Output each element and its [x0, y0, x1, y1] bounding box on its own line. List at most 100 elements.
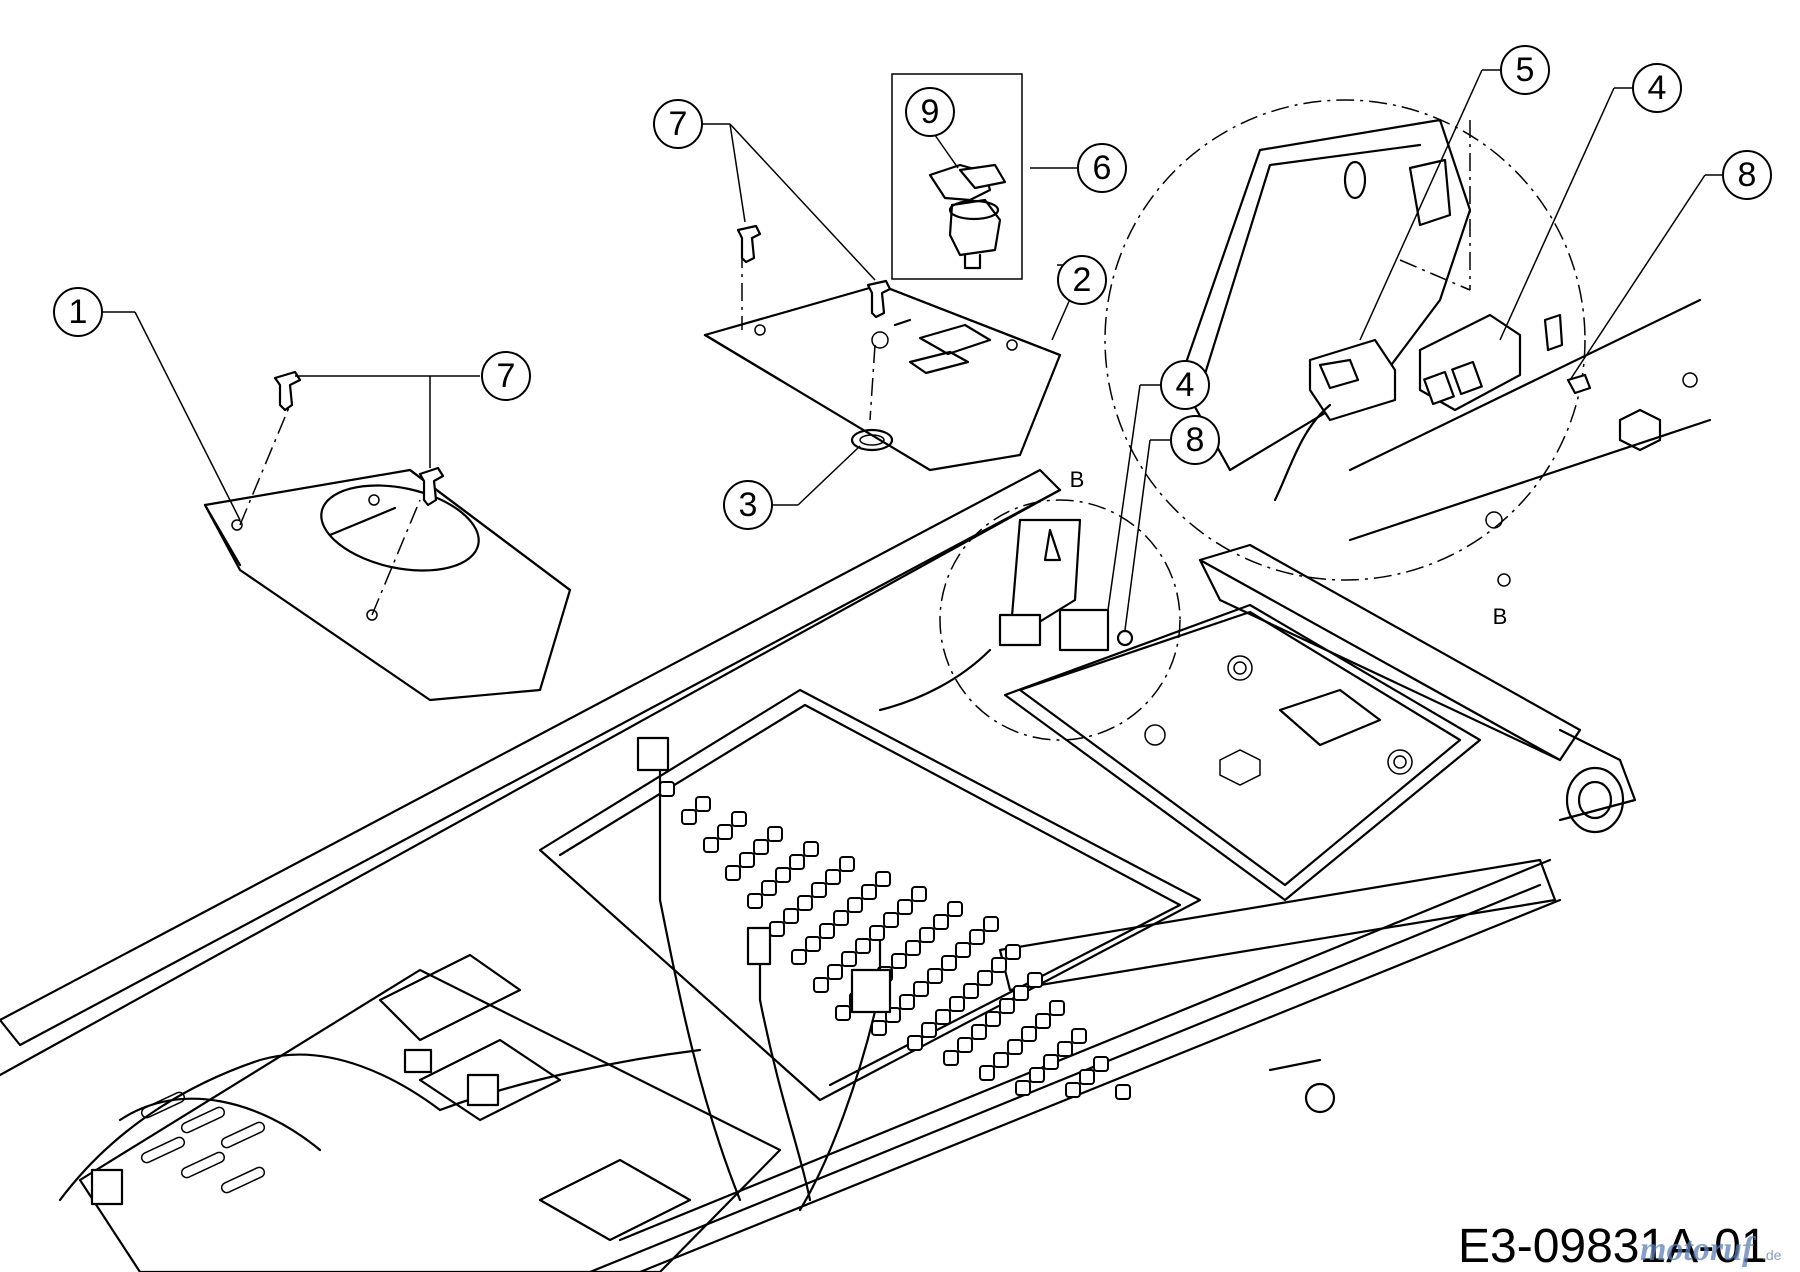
grid-square	[1015, 1080, 1031, 1096]
grid-square	[1005, 944, 1021, 960]
floor-pan	[538, 688, 1202, 1102]
grid-square	[835, 1005, 851, 1021]
detail-b-small: B	[939, 467, 1181, 741]
grid-square	[841, 951, 857, 967]
grid-square	[991, 957, 1007, 973]
grid-square	[1043, 1054, 1059, 1070]
watermark: motoruf .de	[1640, 1231, 1782, 1268]
grid-square	[969, 929, 985, 945]
grid-square	[941, 955, 957, 971]
callout-3-text: 3	[739, 486, 758, 524]
callout-1-text: 1	[69, 293, 88, 331]
grid-square	[891, 953, 907, 969]
callout-8-small: 8	[1170, 415, 1220, 465]
detail-b-large: B	[1104, 99, 1712, 629]
grid-square	[1079, 1069, 1095, 1085]
grid-square	[935, 1009, 951, 1025]
grid-square	[811, 882, 827, 898]
grid-square	[731, 811, 747, 827]
wiring-harness	[58, 648, 992, 1212]
grid-square	[919, 927, 935, 943]
grid-square	[927, 968, 943, 984]
callout-4-large-text: 4	[1648, 69, 1667, 107]
drawing-code: E3-09831A-01	[1458, 1220, 1768, 1272]
grid-square	[999, 998, 1015, 1014]
grid-square	[911, 886, 927, 902]
grid-square	[861, 884, 877, 900]
grid-square	[1071, 1028, 1087, 1044]
grid-square	[819, 923, 835, 939]
callout-5-text: 5	[1516, 51, 1535, 89]
grid-square	[1057, 1041, 1073, 1057]
grid-square	[797, 895, 813, 911]
detail-b-small-label: B	[1070, 467, 1085, 492]
part-7-fasteners	[273, 224, 892, 507]
callout-3: 3	[723, 480, 773, 530]
grid-square	[1007, 1039, 1023, 1055]
grid-square	[791, 949, 807, 965]
seat-plate	[1003, 603, 1482, 902]
grid-square	[1049, 1000, 1065, 1016]
grid-square	[943, 1050, 959, 1066]
part-6-ignition-box	[891, 73, 1023, 280]
grid-square	[803, 841, 819, 857]
grid-square	[805, 936, 821, 952]
grid-square	[739, 852, 755, 868]
grid-square	[753, 839, 769, 855]
grid-square	[695, 796, 711, 812]
grid-square	[983, 916, 999, 932]
grid-square	[905, 940, 921, 956]
grid-square	[971, 1024, 987, 1040]
grid-square	[947, 901, 963, 917]
grid-square	[899, 994, 915, 1010]
grid-square	[985, 1011, 1001, 1027]
callout-5: 5	[1500, 45, 1550, 95]
callout-7-left: 7	[481, 351, 531, 401]
callout-7-top-text: 7	[669, 105, 688, 143]
grid-square	[1035, 1013, 1051, 1029]
grid-square	[1115, 1084, 1131, 1100]
grid-square	[703, 837, 719, 853]
grid-square	[767, 826, 783, 842]
grid-square	[789, 854, 805, 870]
grid-square	[659, 781, 675, 797]
grid-square	[907, 1035, 923, 1051]
callout-2-text: 2	[1073, 261, 1092, 299]
grid-square	[979, 1065, 995, 1081]
grid-square	[1013, 985, 1029, 1001]
grid-square	[871, 1020, 887, 1036]
callout-4-small: 4	[1160, 360, 1210, 410]
grid-square	[921, 1022, 937, 1038]
grid-square	[1029, 1067, 1045, 1083]
callout-8-large-text: 8	[1738, 156, 1757, 194]
callout-4-small-text: 4	[1176, 366, 1195, 404]
callout-7-top: 7	[653, 99, 703, 149]
grid-square	[897, 899, 913, 915]
grid-square	[747, 893, 763, 909]
grid-square	[949, 996, 965, 1012]
leader-lines	[102, 69, 1722, 631]
grid-square	[977, 970, 993, 986]
grid-square	[783, 908, 799, 924]
grid-square	[825, 869, 841, 885]
callout-9-text: 9	[921, 93, 940, 131]
grid-square	[761, 880, 777, 896]
grid-square	[681, 809, 697, 825]
grid-square	[955, 942, 971, 958]
base-slots	[140, 1091, 266, 1194]
grid-square	[769, 921, 785, 937]
grid-square	[933, 914, 949, 930]
callout-9: 9	[905, 87, 955, 137]
watermark-text: motoruf	[1640, 1231, 1757, 1268]
grid-square	[855, 938, 871, 954]
floor-grid	[659, 781, 1131, 1100]
part-3-grommet	[850, 428, 894, 452]
grid-square	[1093, 1056, 1109, 1072]
base-slot	[220, 1121, 266, 1149]
grid-square	[827, 964, 843, 980]
callout-1: 1	[53, 287, 103, 337]
base-slot	[220, 1166, 266, 1194]
callout-8-small-text: 8	[1186, 421, 1205, 459]
grid-square	[963, 983, 979, 999]
